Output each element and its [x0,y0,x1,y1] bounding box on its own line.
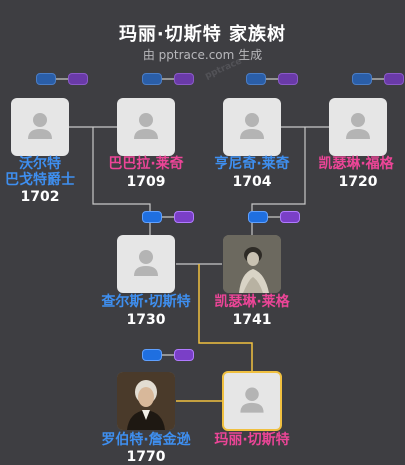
person-card-p6[interactable] [223,235,281,293]
person-year: 1709 [126,174,166,190]
portrait-photo [223,235,281,293]
person-name[interactable]: 巴戈特爵士 [5,172,75,188]
expand-father-button[interactable] [246,73,266,85]
person-year: 1704 [232,174,272,190]
expand-father-button[interactable] [352,73,372,85]
expand-father-button[interactable] [36,73,56,85]
expand-mother-button[interactable] [174,349,194,361]
expand-father-button[interactable] [142,349,162,361]
person-name[interactable]: 罗伯特·詹金逊 [101,432,191,448]
person-card-p8-selected[interactable] [222,371,282,431]
person-card-p7[interactable] [117,372,175,430]
person-name[interactable]: 巴巴拉·莱奇 [108,156,184,172]
page-title: 玛丽·切斯特 家族树 [118,24,287,45]
person-placeholder-icon [134,250,158,276]
person-placeholder-icon [346,113,370,139]
person-year: 1730 [126,312,166,328]
person-card-p2[interactable] [117,98,175,156]
person-year: 1720 [338,174,378,190]
person-year: 1770 [126,449,166,465]
expand-mother-button[interactable] [174,211,194,223]
person-name[interactable]: 凯瑟琳·福格 [318,156,394,172]
person-name[interactable]: 亨尼奇·莱奇 [214,156,290,172]
person-year: 1702 [20,189,60,205]
person-name[interactable]: 凯瑟琳·莱格 [214,294,290,310]
person-card-p1[interactable] [11,98,69,156]
person-placeholder-icon [134,113,158,139]
expand-mother-button[interactable] [278,73,298,85]
person-placeholder-icon [240,113,264,139]
person-placeholder-icon [28,113,52,139]
person-name[interactable]: 查尔斯·切斯特 [101,294,191,310]
person-card-p3[interactable] [223,98,281,156]
person-year: 1741 [232,312,272,328]
descent-line-p8 [198,264,253,372]
portrait-photo [117,372,175,430]
person-card-p4[interactable] [329,98,387,156]
expand-mother-button[interactable] [68,73,88,85]
person-name[interactable]: 沃尔特 [19,156,61,172]
page-subtitle: 由 pptrace.com 生成 [142,48,263,62]
expand-father-button[interactable] [248,211,268,223]
person-name[interactable]: 玛丽·切斯特 [214,432,290,448]
expand-mother-button[interactable] [384,73,404,85]
person-card-p5[interactable] [117,235,175,293]
person-placeholder-icon [240,387,264,413]
expand-mother-button[interactable] [280,211,300,223]
expand-father-button[interactable] [142,73,162,85]
expand-father-button[interactable] [142,211,162,223]
expand-mother-button[interactable] [174,73,194,85]
